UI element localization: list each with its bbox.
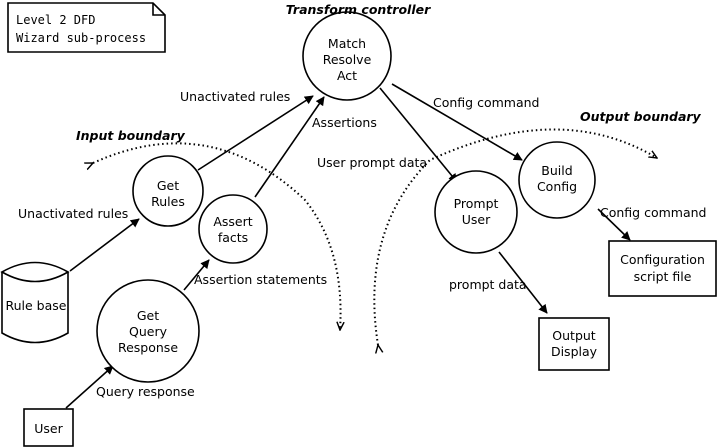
flow-label-assertions: Assertions xyxy=(312,115,377,130)
process-prompt-user: Prompt User xyxy=(434,170,518,254)
config-file-line-2: script file xyxy=(634,269,692,284)
flow-label-unactivated-rules-left: Unactivated rules xyxy=(18,206,128,221)
match-line-3: Act xyxy=(337,68,357,83)
output-display-entity: Output Display xyxy=(538,317,610,371)
flow-assert-to-match xyxy=(254,96,325,198)
flow-prompt-to-display xyxy=(498,251,548,314)
flow-rulebase-to-getrules xyxy=(69,218,140,272)
flow-label-assertion-statements: Assertion statements xyxy=(194,272,327,287)
input-boundary-label: Input boundary xyxy=(76,128,186,143)
process-match-resolve-act: Match Resolve Act xyxy=(302,11,392,101)
prompt-line-1: Prompt xyxy=(454,196,499,211)
match-line-2: Resolve xyxy=(323,52,372,67)
build-line-1: Build xyxy=(541,163,572,178)
note-line-1: Level 2 DFD xyxy=(16,13,95,27)
flow-match-to-build xyxy=(391,83,523,161)
output-boundary-label: Output boundary xyxy=(580,109,702,124)
output-display-line-1: Output xyxy=(552,328,596,343)
process-get-query-response: Get Query Response xyxy=(96,279,200,383)
note-line-2: Wizard sub-process xyxy=(16,31,146,45)
build-line-2: Config xyxy=(537,179,577,194)
getrules-line-1: Get xyxy=(157,178,179,193)
flow-label-unactivated-rules-top: Unactivated rules xyxy=(180,89,290,104)
user-label: User xyxy=(34,421,63,436)
getquery-line-3: Response xyxy=(118,340,178,355)
flow-build-to-config xyxy=(597,208,631,241)
flow-label-user-prompt-data: User prompt data xyxy=(317,155,427,170)
output-display-line-2: Display xyxy=(551,344,598,359)
prompt-line-2: User xyxy=(462,212,491,227)
output-boundary-arc xyxy=(373,128,657,345)
match-line-1: Match xyxy=(328,36,366,51)
assert-line-1: Assert xyxy=(213,214,252,229)
user-entity: User xyxy=(23,408,74,447)
config-file-entity: Configuration script file xyxy=(608,240,717,297)
getquery-line-1: Get xyxy=(137,308,159,323)
flow-match-to-prompt xyxy=(379,87,458,183)
flow-getquery-to-assert xyxy=(183,259,210,291)
flow-user-to-getquery xyxy=(65,365,114,409)
assert-line-2: facts xyxy=(218,230,248,245)
getrules-line-2: Rules xyxy=(151,194,185,209)
getquery-line-2: Query xyxy=(129,324,168,339)
note-box: Level 2 DFD Wizard sub-process xyxy=(7,2,166,53)
rule-base-store: Rule base xyxy=(0,261,70,344)
flow-label-query-response: Query response xyxy=(96,384,195,399)
transform-controller-title: Transform controller xyxy=(286,2,431,17)
process-get-rules: Get Rules xyxy=(132,155,204,227)
process-assert-facts: Assert facts xyxy=(198,194,268,264)
flow-label-config-command-right: Config command xyxy=(600,205,706,220)
flow-label-config-command-top: Config command xyxy=(433,95,539,110)
flow-label-prompt-data: prompt data xyxy=(449,277,527,292)
process-build-config: Build Config xyxy=(518,141,596,219)
rule-base-label: Rule base xyxy=(6,298,67,313)
flow-getrules-to-match xyxy=(197,95,314,171)
config-file-line-1: Configuration xyxy=(620,252,705,267)
